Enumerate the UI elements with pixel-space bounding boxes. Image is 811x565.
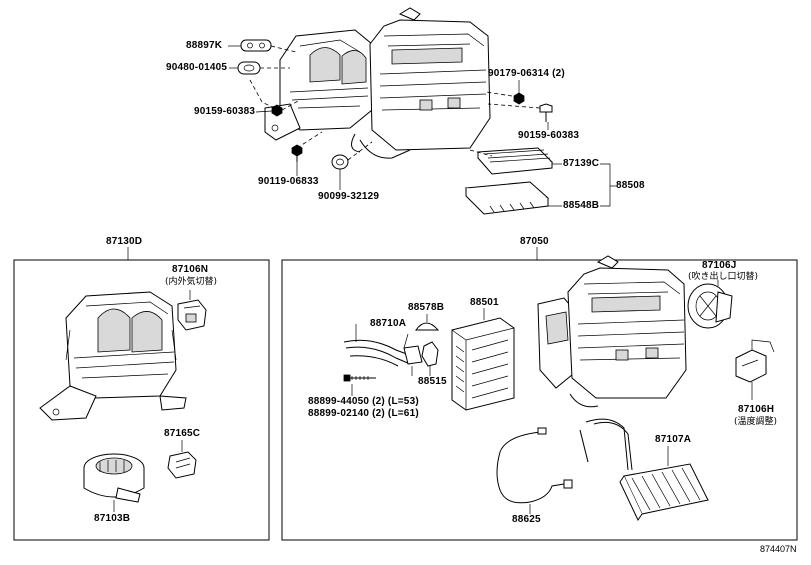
blower-case-87130d — [39, 291, 187, 421]
cap-88578b — [415, 314, 440, 331]
label-87106j: 87106J — [702, 260, 737, 271]
evaporator-88501 — [451, 308, 515, 411]
label-87106h: 87106H — [738, 404, 775, 415]
label-87106n: 87106N — [172, 264, 209, 275]
valve-88515 — [421, 341, 439, 376]
label-87107a: 87107A — [655, 434, 692, 445]
servo-87106h — [735, 339, 775, 400]
label-88501: 88501 — [470, 297, 499, 308]
label-87130d: 87130D — [106, 236, 143, 247]
screw-90159-left — [271, 104, 283, 117]
label-88899-44050: 88899-44050 (2) (L=53) — [308, 396, 419, 407]
screw-90159-right — [539, 103, 553, 122]
label-87106h-note: (温度調整) — [734, 417, 778, 427]
grommet-90099 — [331, 154, 349, 170]
grommet-88897k — [240, 39, 272, 52]
diagram-code: 874407N — [760, 544, 797, 554]
label-87050: 87050 — [520, 236, 549, 247]
filter-87139c — [476, 147, 554, 175]
servo-87106j — [687, 280, 733, 329]
hvac-assembly-top — [264, 7, 491, 159]
label-90159-60383-right: 90159-60383 — [518, 130, 580, 141]
box-87130d — [13, 247, 270, 541]
label-87106n-note: (内外気切替) — [165, 277, 218, 287]
label-90099-32129: 90099-32129 — [318, 191, 380, 202]
label-87103b: 87103B — [94, 513, 131, 524]
label-90159-60383-left: 90159-60383 — [194, 106, 256, 117]
label-88515: 88515 — [418, 376, 447, 387]
hoses-88710a — [343, 333, 423, 367]
label-88897k: 88897K — [186, 40, 223, 51]
heater-case-87050 — [537, 255, 687, 408]
label-90480-01405: 90480-01405 — [166, 62, 228, 73]
blower-motor-87103b — [83, 453, 145, 512]
label-88899-02140: 88899-02140 (2) (L=61) — [308, 408, 419, 419]
wire-88625 — [496, 427, 573, 514]
filter-frame-88548b — [464, 181, 550, 215]
nut-90179 — [513, 92, 525, 105]
label-88548b: 88548B — [563, 200, 600, 211]
label-87165c: 87165C — [164, 428, 201, 439]
resistor-87165c — [167, 440, 197, 479]
label-87139c: 87139C — [563, 158, 600, 169]
leader-lines-bottom — [355, 324, 413, 376]
label-88508: 88508 — [616, 180, 645, 191]
label-88625: 88625 — [512, 514, 541, 525]
bolts-88899 — [343, 374, 376, 396]
servo-87106n — [177, 290, 207, 331]
screw-90119 — [291, 144, 303, 162]
grommet-90480 — [237, 61, 261, 75]
assembly-lines-top — [249, 45, 541, 161]
label-88578b: 88578B — [408, 302, 445, 313]
heater-core-87107a — [579, 418, 709, 522]
label-87106j-note: (吹き出し口切替) — [688, 272, 759, 282]
label-90119-06833: 90119-06833 — [258, 176, 319, 187]
box-87050 — [281, 247, 798, 541]
leader-lines-top — [228, 45, 616, 207]
label-88710a: 88710A — [370, 318, 407, 329]
label-90179-06314: 90179-06314 (2) — [488, 68, 565, 79]
